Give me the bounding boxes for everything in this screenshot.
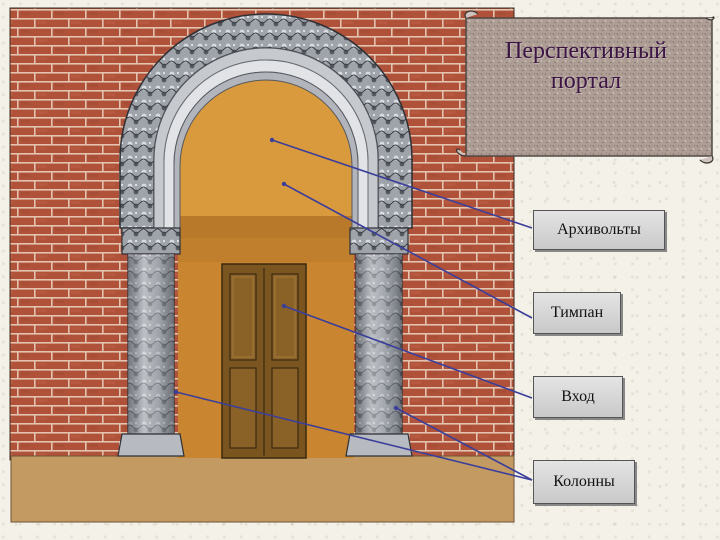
- label-archivolts: Архивольты: [533, 210, 665, 250]
- portal-opening: [178, 52, 354, 458]
- pointer-columns-left: [175, 391, 533, 481]
- pointer-tympanum: [283, 183, 533, 319]
- label-tympanum: Тимпан: [533, 292, 621, 334]
- pointer-entrance: [283, 305, 533, 399]
- left-column: [117, 253, 185, 457]
- label-columns: Колонны: [533, 460, 635, 504]
- left-capital: [121, 227, 181, 255]
- title-line-2: портал: [550, 68, 622, 94]
- title-line-1: Перспективный: [505, 38, 667, 64]
- title-scroll: [456, 10, 715, 164]
- pointer-lines: [175, 139, 533, 481]
- right-capital: [349, 227, 409, 255]
- diagram-title: Перспективный портал: [466, 36, 706, 96]
- right-column: [345, 253, 413, 457]
- label-entrance: Вход: [533, 376, 623, 418]
- pointer-archivolts: [271, 139, 533, 229]
- pointer-arrowheads: [173, 137, 399, 411]
- ground-plinth: [10, 455, 515, 523]
- door: [221, 263, 307, 459]
- pointer-columns-right: [395, 407, 533, 481]
